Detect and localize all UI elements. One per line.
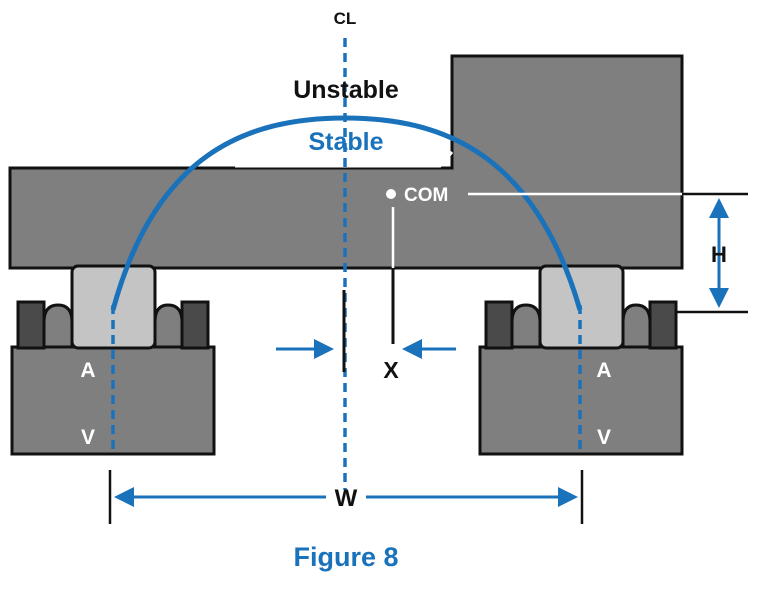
figure-caption: Figure 8 — [293, 542, 398, 572]
beam-notch — [235, 151, 454, 168]
right-pivot-v-label: V — [597, 426, 611, 449]
left-side-pad-inner — [180, 300, 210, 350]
x-arrow-left-head — [314, 339, 334, 359]
left-side-pad-outer — [16, 300, 46, 350]
h-arrow-up — [709, 198, 729, 218]
x-arrow-right-head — [402, 339, 422, 359]
com-label: COM — [404, 185, 448, 206]
right-side-pad-inner — [648, 300, 678, 350]
right-side-pad-outer — [484, 300, 514, 350]
stability-arc — [110, 115, 583, 311]
w-label: W — [335, 485, 358, 512]
centerline-label: CL — [334, 9, 357, 28]
stable-label: Stable — [308, 128, 383, 156]
w-arrow-left — [114, 487, 134, 507]
left-pivot-v-label: V — [81, 426, 95, 449]
unstable-label: Unstable — [293, 76, 399, 104]
w-arrow-right — [558, 487, 578, 507]
h-label: H — [711, 242, 727, 267]
com-dot — [386, 189, 396, 199]
h-arrow-down — [709, 288, 729, 308]
left-pivot-a-label: A — [80, 359, 95, 382]
right-pivot-a-label: A — [596, 359, 611, 382]
x-label: X — [383, 357, 399, 383]
